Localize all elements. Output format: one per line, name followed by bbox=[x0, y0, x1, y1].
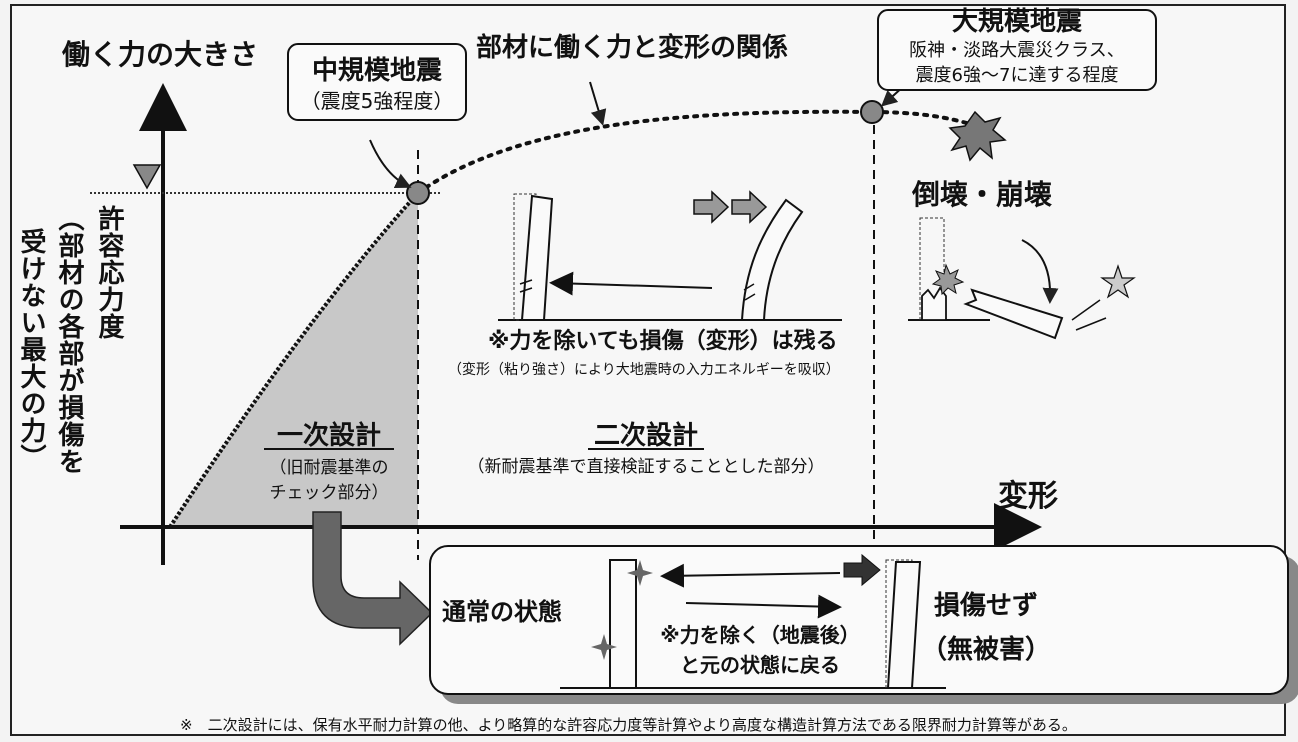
primary-design-title: 一次設計 bbox=[277, 420, 381, 451]
allowable-stress-marker bbox=[132, 164, 162, 190]
fall-arrow bbox=[1021, 239, 1059, 304]
crack-mark bbox=[743, 283, 755, 291]
bottom-panel bbox=[429, 545, 1289, 695]
star-icon bbox=[1100, 264, 1136, 299]
return-arrow bbox=[549, 271, 713, 296]
primary-to-normal-arrow bbox=[312, 511, 434, 646]
medium-quake-title: 中規模地震 bbox=[312, 56, 443, 86]
secondary-design-title: 二次設計 bbox=[594, 420, 698, 451]
push-arrow-icon bbox=[843, 553, 881, 587]
allowable-stress-line1: （部材の各部が損傷を bbox=[54, 205, 84, 475]
return-text-line2: と元の状態に戻る bbox=[680, 653, 840, 677]
flexed-column bbox=[886, 561, 922, 689]
allowable-stress-line2: 受けない最大の力） bbox=[16, 228, 46, 471]
broken-column-base bbox=[921, 286, 947, 321]
elastic-region bbox=[170, 193, 418, 527]
return-forward-arrow bbox=[685, 594, 842, 619]
x-axis-label: 変形 bbox=[998, 479, 1058, 514]
medium-quake-box bbox=[287, 43, 467, 121]
push-back-arrow bbox=[660, 563, 841, 588]
plastic-curve bbox=[416, 109, 972, 195]
medium-quake-subtitle: （震度5強程度） bbox=[301, 89, 454, 113]
fallen-column bbox=[963, 288, 1064, 340]
motion-line bbox=[1071, 299, 1101, 321]
primary-design-line1: （旧耐震基準の bbox=[270, 458, 389, 478]
push-arrow-icon bbox=[731, 190, 768, 224]
rupture-burst-icon bbox=[948, 110, 1007, 162]
large-quake-title: 大規模地震 bbox=[952, 7, 1083, 37]
crack-mark bbox=[519, 287, 533, 293]
residual-main: ※力を除いても損傷（変形）は残る bbox=[488, 328, 838, 354]
residual-sub: （変形（粘り強さ）により大地震時の入力エネルギーを吸収） bbox=[448, 361, 840, 378]
deformed-column bbox=[520, 194, 554, 321]
bent-column bbox=[740, 198, 804, 321]
collapse-label: 倒壊・崩壊 bbox=[911, 178, 1052, 211]
large-quake-point bbox=[860, 100, 884, 124]
return-text-line1: ※力を除く（地震後） bbox=[660, 623, 859, 647]
no-damage-line2: （無被害） bbox=[921, 634, 1051, 665]
impact-burst-icon bbox=[931, 263, 965, 296]
large-quake-line2: 震度6強～7に達する程度 bbox=[916, 65, 1119, 86]
curve-title-pointer bbox=[589, 81, 607, 126]
curve-title: 部材に働く力と変形の関係 bbox=[476, 32, 788, 63]
allowable-stress-title: 許容応力度 bbox=[94, 205, 124, 340]
motion-line bbox=[1075, 317, 1107, 331]
footnote: ※ 二次設計には、保有水平耐力計算の他、より略算的な許容応力度等計算やより高度な… bbox=[180, 716, 1077, 734]
secondary-design-note: （新耐震基準で直接検証することとした部分） bbox=[468, 457, 825, 477]
crack-mark bbox=[519, 279, 533, 285]
intact-column bbox=[609, 559, 637, 689]
crack-mark bbox=[744, 293, 756, 301]
sparkle-icon bbox=[591, 634, 617, 660]
large-quake-box bbox=[877, 9, 1157, 91]
elastic-curve bbox=[168, 191, 420, 529]
push-arrow-icon bbox=[693, 190, 730, 224]
normal-state-label: 通常の状態 bbox=[442, 598, 562, 626]
medium-quake-pointer bbox=[369, 139, 412, 189]
large-quake-line1: 阪神・淡路大震災クラス、 bbox=[909, 40, 1125, 61]
y-axis-label: 働く力の大きさ bbox=[61, 38, 258, 71]
sparkle-icon bbox=[627, 560, 653, 586]
no-damage-line1: 損傷せず bbox=[934, 591, 1038, 621]
primary-design-line2: チェック部分） bbox=[270, 483, 389, 503]
medium-quake-point bbox=[406, 181, 430, 205]
